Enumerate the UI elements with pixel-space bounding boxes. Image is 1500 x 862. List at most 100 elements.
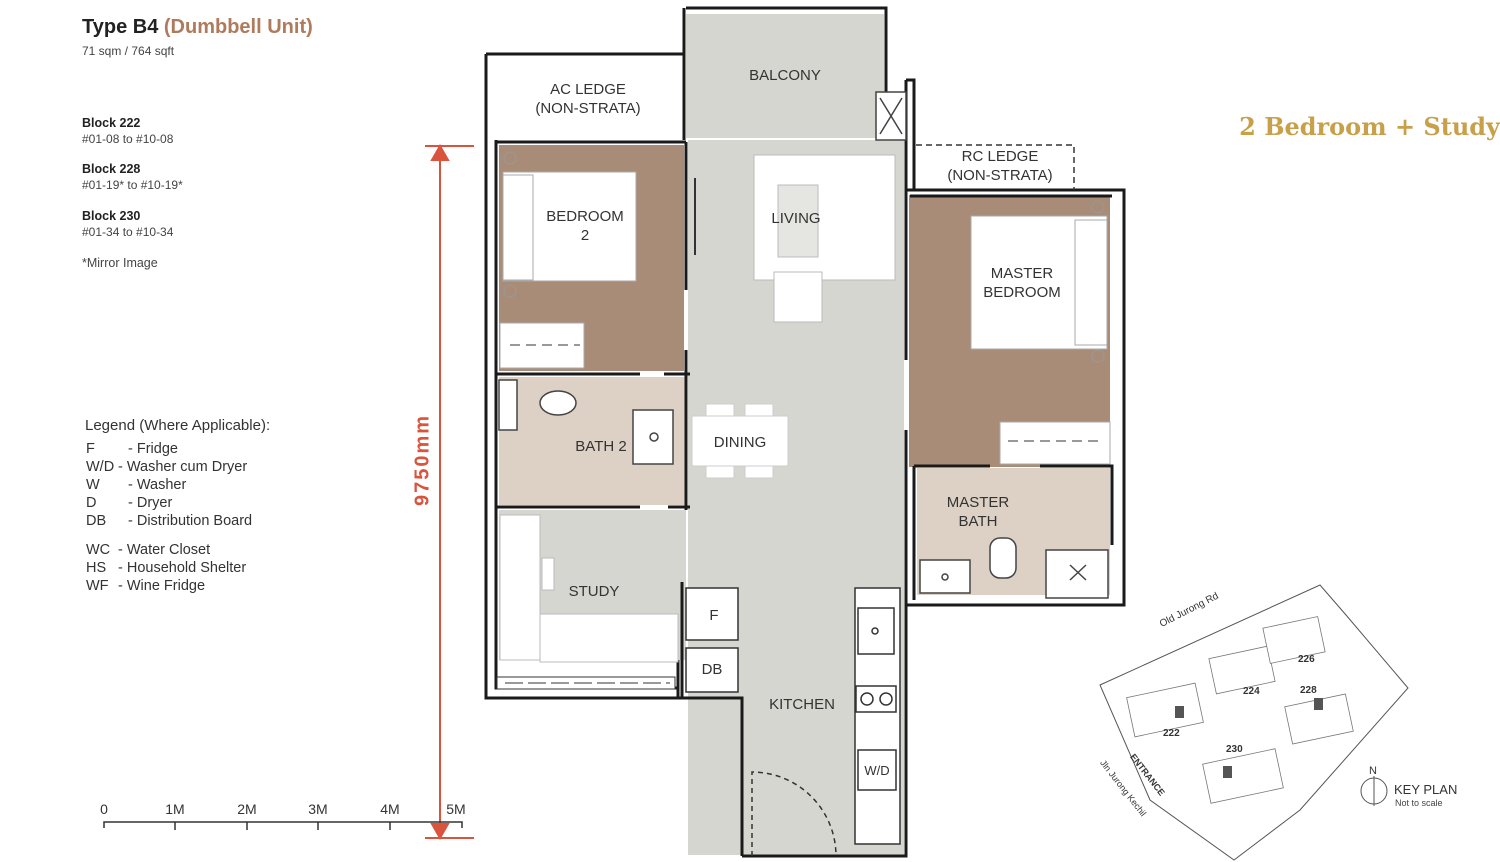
unit-highlight-222 [1175,706,1184,718]
label-line: AC LEDGE [550,81,626,98]
block-name: Block 222 [82,116,141,130]
study-shelf [499,514,541,661]
dining-chair [744,465,774,479]
legend-desc: - Fridge [128,441,178,457]
label-line: (NON-STRATA) [947,167,1053,184]
db-box [685,647,739,693]
legend-code: W/D [86,459,115,475]
north-label: N [1369,765,1377,777]
lamp-icon [503,151,517,165]
key-plan-blocks [1126,616,1354,804]
label-line: RC LEDGE [961,148,1039,165]
key-plan-highlights [1175,698,1323,778]
legend-group-1: F- Fridge W/D- Washer cum Dryer W- Washe… [86,441,252,531]
legend-code: F [86,441,95,457]
dimension-text: 9750mm [411,413,434,507]
dining-furniture [691,403,789,479]
room-label-bedroom2: BEDROOM 2 [530,207,640,245]
key-plan-map [1099,584,1409,861]
unit-type-label: Type B4 [82,16,159,38]
lamp-icon [1091,200,1105,214]
keyplan-block-224: 224 [1243,686,1260,697]
dimension-arrow-bottom [430,823,450,841]
kitchen-counter [854,587,901,845]
label-line: BEDROOM [546,208,624,225]
aircon-x-icon [879,97,903,135]
legend-item: D- Dryer [86,495,252,513]
shower-drain-icon [1069,564,1087,581]
room-label-living: LIVING [771,210,821,227]
legend-item: WC- Water Closet [86,542,246,560]
room-label-rc-ledge: RC LEDGE (NON-STRATA) [930,147,1070,185]
block-info-228: Block 228 #01-19* to #10-19* [82,162,183,192]
room-label-fridge: F [709,607,719,624]
legend-item: F - Fridge [86,441,252,459]
label-line: BATH [958,513,998,530]
scale-label: 3M [308,801,328,817]
scale-label: 5M [446,801,466,817]
balcony-floor [686,14,884,138]
legend-item: DB - Distribution Board [86,513,252,531]
study-chair [541,557,555,591]
entrance-door-swing [751,771,837,857]
site-boundary [1099,584,1409,861]
keyplan-block-230: 230 [1226,744,1243,755]
study-furniture [496,514,679,690]
keyplan-block-222: 222 [1163,728,1180,739]
block-range: #01-08 to #10-08 [82,132,174,146]
sink-drain-icon [871,627,879,635]
room-label-ac-ledge: AC LEDGE (NON-STRATA) [522,80,654,118]
room-label-bath2: BATH 2 [575,438,627,455]
master-bath-wall [914,464,1114,545]
rc-ledge-outline [916,144,1075,190]
toilet-icon [989,537,1017,579]
kitchen-left-wall [676,582,744,856]
legend-desc: - Distribution Board [128,513,253,529]
key-plan-note: Not to scale [1395,798,1443,808]
legend-group-2: WC- Water Closet HS- Household Shelter W… [86,542,246,596]
legend-code: D [86,495,97,511]
burner-icon [879,692,893,706]
label-line: BEDROOM [983,284,1061,301]
kitchen-right-wall [808,605,908,858]
legend-item: HS- Household Shelter [86,560,246,578]
armchair [773,271,823,323]
keyplan-block-226: 226 [1298,654,1315,665]
scale-bar [103,821,463,830]
master-furniture [970,215,1111,465]
keyplan-block-228: 228 [1300,685,1317,696]
legend-desc: - Water Closet [118,542,211,558]
burner-icon [860,692,874,706]
scale-bar-line [103,821,463,828]
legend-desc: - Household Shelter [118,560,247,576]
dimension-label: 9750mm [405,400,441,520]
scale-label: 2M [237,801,257,817]
study-desk [539,613,679,663]
legend-title: Legend (Where Applicable): [85,417,271,434]
scale-label: 1M [165,801,185,817]
unit-type-note: (Dumbbell Unit) [163,16,313,38]
master-outer-wall [906,188,1126,607]
label-line: MASTER [946,494,1010,511]
master-bed-headboard [1074,219,1108,346]
room-label-master-bath: MASTER BATH [930,493,1026,531]
basin-drain-icon [941,573,949,581]
lamp-icon [1091,349,1105,363]
room-label-dining: DINING [713,434,767,451]
scale-label: 0 [100,801,108,817]
washer-dryer [857,749,897,791]
outer-wall-left [484,54,682,700]
block-info-222: Block 222 #01-08 to #10-08 [82,116,173,146]
legend-item: WF- Wine Fridge [86,578,246,596]
label-line: MASTER [990,265,1054,282]
dining-chair [705,465,735,479]
fridge-box [685,587,739,641]
dining-chair [744,403,774,417]
dimension-line [425,143,474,841]
block-name: Block 228 [82,162,141,176]
toilet-icon [539,390,577,416]
legend-code: W [86,477,100,493]
basin-drain-icon [649,432,659,442]
legend-code: DB [86,513,107,529]
